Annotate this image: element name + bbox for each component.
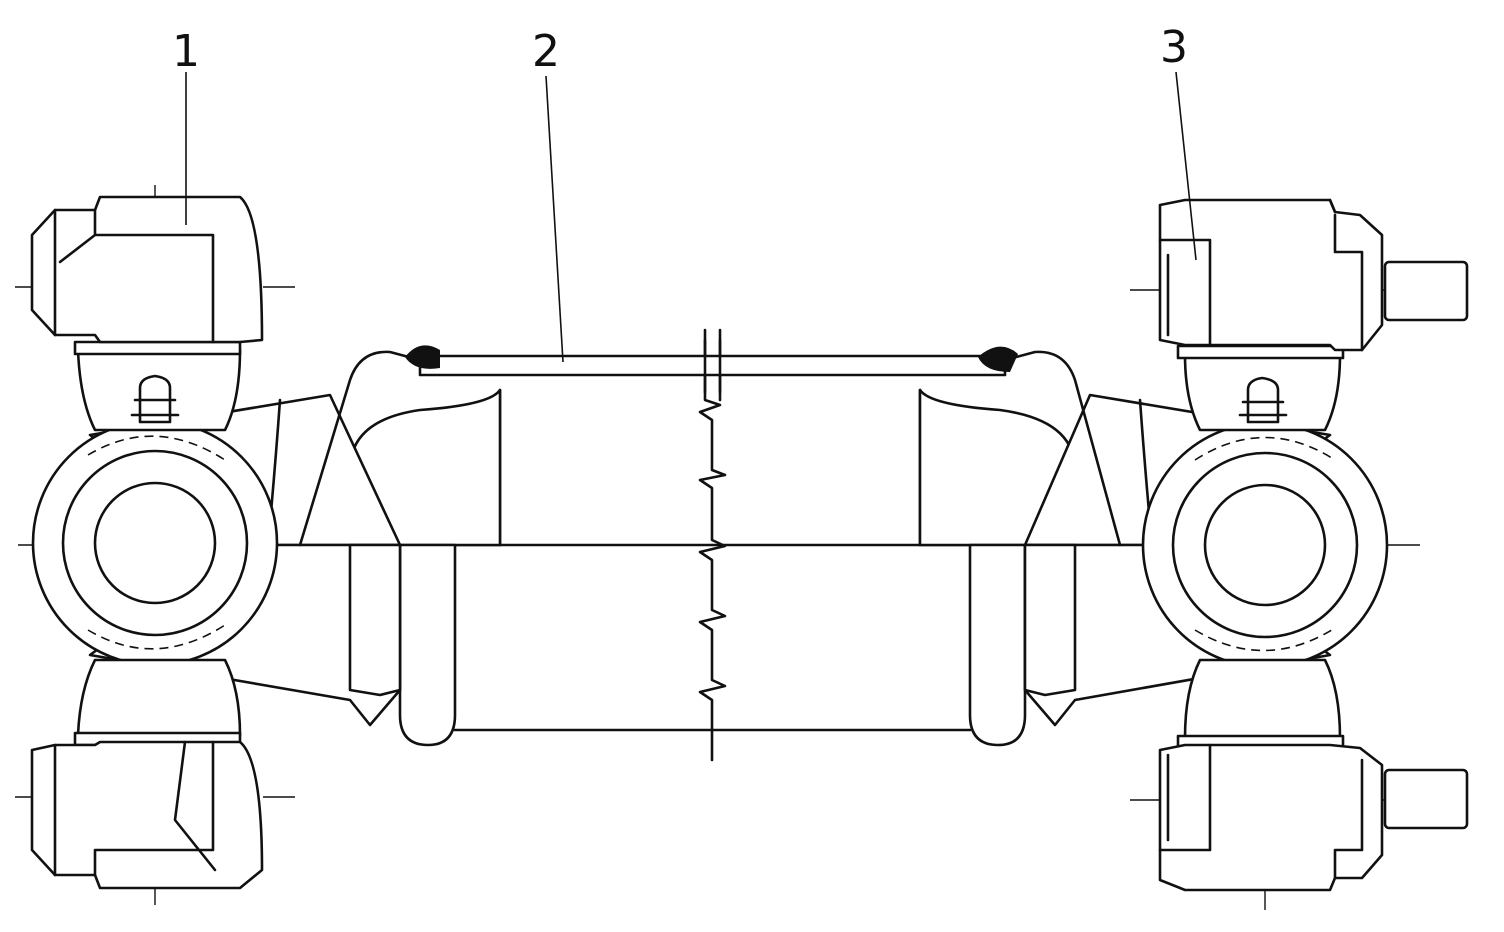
callout-3: 3 — [1160, 22, 1197, 261]
callout-label-1: 1 — [172, 26, 200, 77]
left-bearings — [30, 195, 264, 890]
callout-label-3: 3 — [1160, 22, 1188, 73]
left-joint — [31, 419, 279, 667]
callout-label-2: 2 — [532, 26, 560, 77]
tie-rod — [405, 338, 1018, 394]
shaft-tube — [348, 388, 1077, 747]
right-joint — [1141, 421, 1389, 669]
callout-2: 2 — [532, 26, 564, 363]
right-bearings — [1158, 198, 1469, 892]
callout-1: 1 — [172, 26, 200, 225]
